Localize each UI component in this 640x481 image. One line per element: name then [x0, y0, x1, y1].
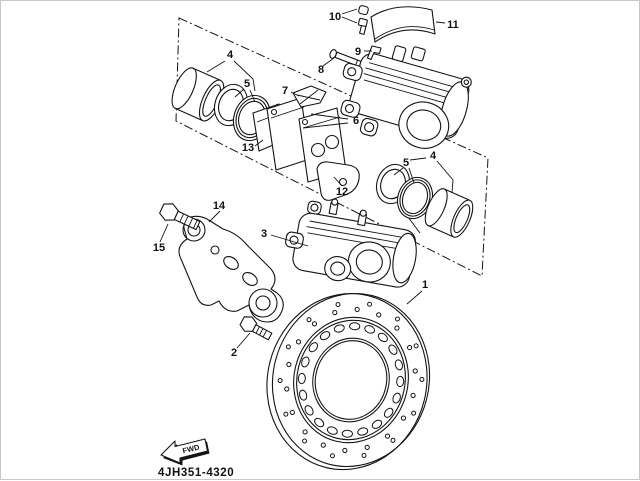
callout-12[interactable]: 12	[336, 186, 348, 198]
caliper-assembly-upper	[340, 45, 472, 149]
leader-14	[208, 210, 221, 223]
leader-5-left	[249, 89, 256, 103]
caliper-assembly-lower	[285, 198, 417, 288]
leader-12	[333, 176, 343, 187]
callout-4-right[interactable]: 4	[430, 150, 437, 162]
fwd-label: FWD	[182, 442, 201, 455]
leader-10	[341, 8, 358, 15]
leader-4-right	[409, 157, 427, 161]
callout-15[interactable]: 15	[153, 242, 165, 254]
disc-hole-pattern	[277, 301, 425, 459]
leader-5-right	[393, 167, 404, 176]
callout-11[interactable]: 11	[447, 19, 459, 31]
leader-1	[406, 290, 423, 305]
callout-8[interactable]: 8	[318, 64, 324, 76]
leader-8	[322, 57, 335, 67]
brake-pad-outer	[298, 107, 360, 201]
callout-3[interactable]: 3	[261, 228, 267, 240]
fwd-arrow-icon: FWD	[160, 438, 210, 466]
leader-2	[236, 332, 251, 349]
leader-4-right	[436, 160, 454, 194]
callout-6[interactable]: 6	[353, 115, 359, 127]
leader-5-left	[234, 88, 245, 98]
callout-5-left[interactable]: 5	[244, 78, 250, 90]
callout-13[interactable]: 13	[242, 142, 254, 154]
callout-9[interactable]: 9	[355, 46, 361, 58]
callout-10[interactable]: 10	[329, 11, 341, 23]
pad-spring	[292, 85, 327, 108]
callout-5-right[interactable]: 5	[403, 157, 409, 169]
bracket-bolt	[159, 203, 201, 231]
caliper-bolt	[239, 316, 273, 341]
leader-3	[270, 234, 309, 247]
callout-1[interactable]: 1	[422, 279, 428, 291]
piston-right	[424, 188, 474, 238]
reservoir-cover	[370, 6, 436, 43]
leader-10	[341, 16, 358, 24]
part-code: 4JH351-4320	[158, 467, 234, 479]
retaining-clip	[366, 45, 382, 61]
leader-13	[254, 139, 264, 147]
leader-7	[290, 91, 300, 97]
callout-2[interactable]: 2	[231, 347, 237, 359]
leader-5-right	[408, 167, 415, 184]
caliper-bracket	[178, 215, 284, 323]
piston-left	[171, 67, 225, 122]
bleed-screw-cap	[357, 5, 369, 35]
leader-6	[310, 113, 349, 120]
leader-15	[159, 223, 169, 243]
leader-11	[435, 21, 446, 24]
callout-14[interactable]: 14	[213, 200, 226, 212]
brake-disc	[266, 292, 431, 471]
leader-4-left	[233, 60, 256, 92]
leader-6	[302, 122, 349, 129]
leader-4-left	[206, 60, 226, 73]
callout-7[interactable]: 7	[282, 85, 288, 97]
callout-4-left[interactable]: 4	[227, 49, 234, 61]
